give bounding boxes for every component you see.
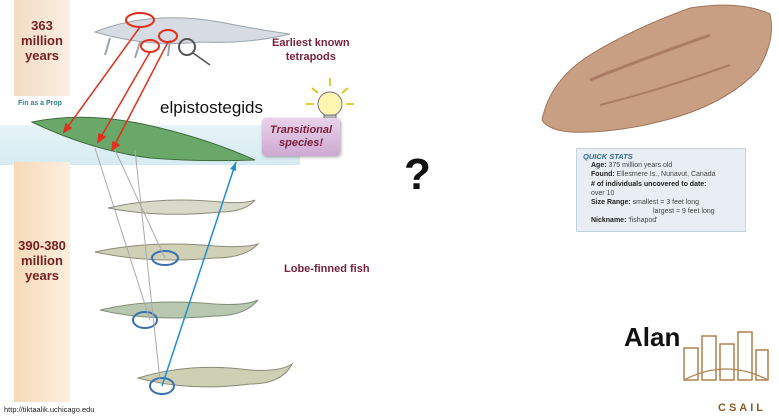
red-arrow-1 — [64, 27, 140, 132]
question-mark: ? — [404, 150, 431, 200]
tiktaalik-fossil-image — [530, 0, 779, 140]
lobe-fish-4 — [138, 364, 292, 387]
stat-found: Found: Ellesmere Is., Nunavut, Canada — [583, 170, 739, 179]
quick-stats-panel: QUICK STATS Age: 375 million years old F… — [576, 148, 746, 232]
stat-size-largest: largest = 9 feet long — [583, 207, 739, 216]
transitional-species-box: Transitional species! — [262, 118, 340, 156]
csail-logo-icon — [676, 328, 774, 396]
grey-line-1 — [95, 148, 150, 320]
stat-individuals: # of individuals uncovered to date: — [583, 180, 739, 189]
lobe-finned-label: Lobe-finned fish — [284, 262, 370, 276]
alan-label: Alan — [624, 322, 680, 353]
lobe-fish-3 — [100, 300, 258, 318]
lobe-fish-1 — [108, 200, 255, 214]
tetrapods-label: Earliest known tetrapods — [272, 36, 350, 64]
elpistostegids-label: elpistostegids — [160, 98, 263, 118]
lobe-fish-2 — [95, 244, 258, 260]
stat-nickname: Nickname: 'fishapod' — [583, 216, 739, 225]
quick-stats-heading: QUICK STATS — [583, 152, 739, 161]
grey-line-3 — [135, 150, 160, 380]
csail-logo-text: CSAIL — [718, 402, 766, 414]
stat-individuals-value: over 10 — [583, 189, 739, 198]
lightbulb-icon — [306, 78, 354, 122]
blue-arrow — [162, 162, 236, 386]
stat-age: Age: 375 million years old — [583, 161, 739, 170]
source-url: http://tiktaalik.uchicago.edu — [4, 405, 94, 414]
stat-size: Size Range: smallest = 3 feet long — [583, 198, 739, 207]
